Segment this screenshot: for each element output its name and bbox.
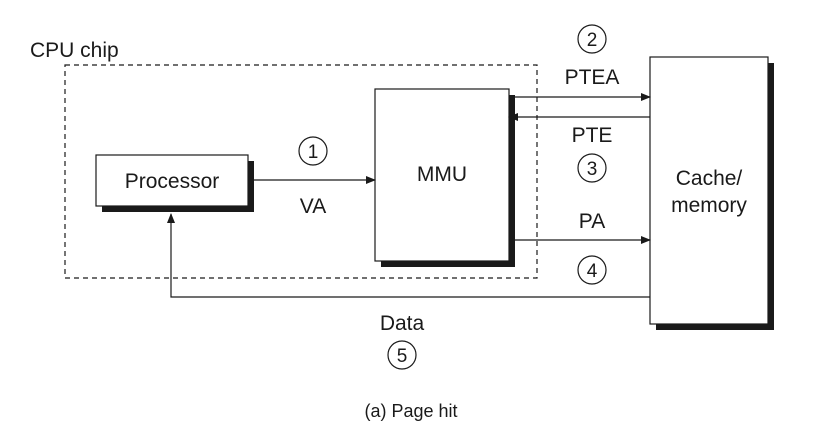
processor-label: Processor: [125, 170, 220, 193]
step-2-number: 2: [587, 30, 598, 51]
step-1-number: 1: [308, 142, 319, 163]
cpu-chip-label: CPU chip: [30, 39, 119, 62]
mmu-label: MMU: [417, 163, 467, 186]
processor-box: Processor: [95, 154, 254, 212]
pa-label: PA: [579, 210, 605, 233]
step-2-circle: [577, 24, 607, 54]
data-label: Data: [380, 312, 425, 335]
cpu-chip-boundary: [64, 64, 538, 279]
step-5-number: 5: [397, 346, 408, 367]
memory-label-line2: memory: [671, 194, 747, 217]
figure-caption: (a) Page hit: [364, 401, 457, 421]
cache-memory-box: Cache/ memory: [649, 56, 774, 330]
memory-label-line1: Cache/: [676, 167, 743, 190]
step-4-circle: [577, 255, 607, 285]
data-arrow: [167, 213, 650, 298]
step-4-number: 4: [587, 261, 598, 282]
mmu-box: MMU: [374, 88, 515, 267]
va-label: VA: [300, 195, 326, 218]
step-3-number: 3: [587, 159, 598, 180]
pte-label: PTE: [572, 124, 613, 147]
ptea-label: PTEA: [565, 66, 620, 89]
step-5-circle: [387, 340, 417, 370]
step-3-circle: [577, 153, 607, 183]
step-1-circle: [298, 136, 328, 166]
